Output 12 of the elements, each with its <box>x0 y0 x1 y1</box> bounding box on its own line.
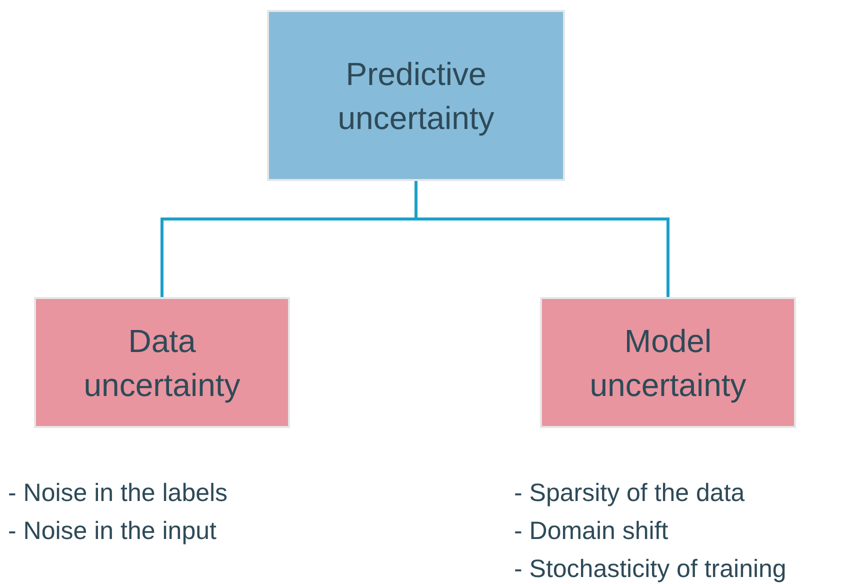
root-box <box>267 10 565 181</box>
connector-line <box>414 181 670 297</box>
box-label: Predictive uncertainty <box>336 54 496 138</box>
list-item: - Noise in the labels <box>8 478 228 509</box>
box-label: Data uncertainty <box>82 322 242 405</box>
list-item: - Domain shift <box>514 516 670 547</box>
list-item: - Sparsity of the data <box>514 478 746 509</box>
box-label: Model uncertainty <box>588 322 748 405</box>
category-box <box>540 297 796 428</box>
list-item: - Noise in the input <box>8 516 218 547</box>
category-box <box>34 297 290 428</box>
list-item: - Stochasticity of training <box>514 554 786 584</box>
